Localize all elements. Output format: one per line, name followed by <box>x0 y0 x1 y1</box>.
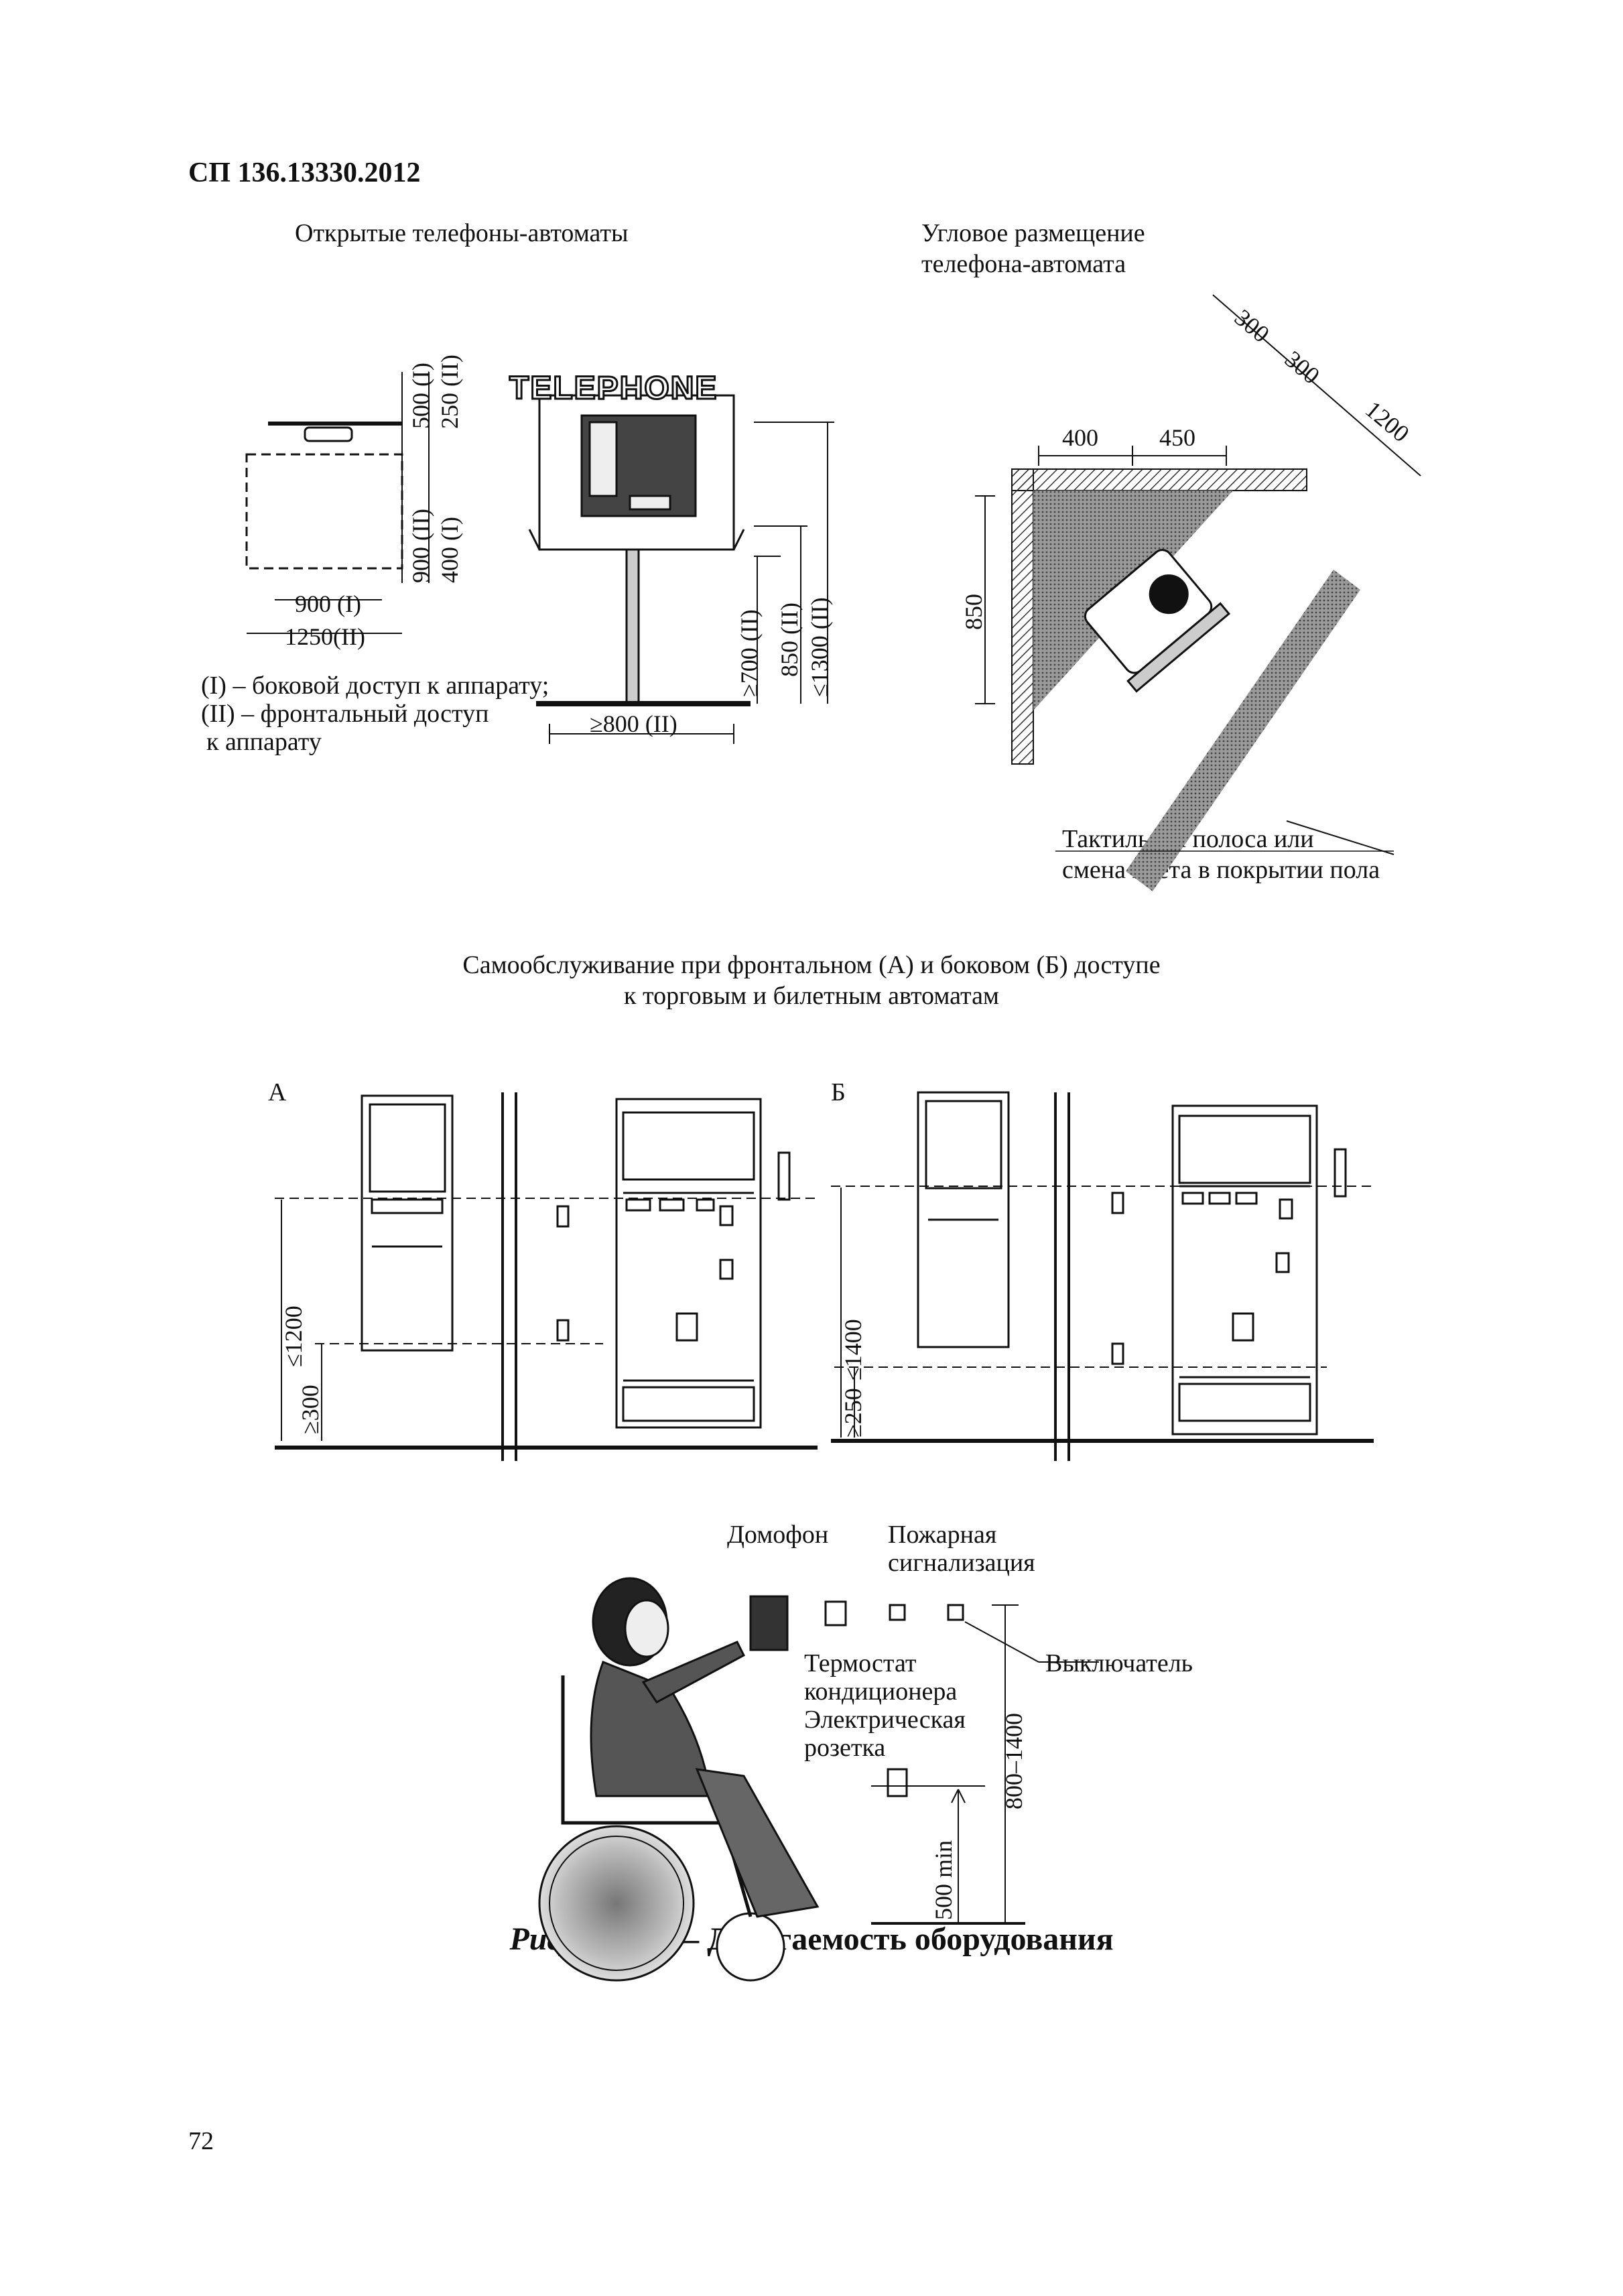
wheelchair-user <box>538 1577 820 1982</box>
selfservice-title-line1: Самообслуживание при фронтальном (А) и б… <box>462 951 1161 979</box>
fire-alarm-label-line1: Пожарная <box>888 1521 997 1549</box>
dim-b-max: ≤1400 <box>840 1319 866 1381</box>
dim-800-1400: 800–1400 <box>1000 1713 1027 1809</box>
switch-label: Выключатель <box>1045 1649 1193 1677</box>
telephone-sign: TELEPHONE <box>509 371 718 406</box>
tactile-strip <box>1126 570 1360 891</box>
dim-900-i-h: 900 (I) <box>295 590 361 617</box>
dim-300-b: 300 <box>1280 345 1325 389</box>
selfservice-a-drawing <box>275 1092 818 1461</box>
dim-400-corner: 400 <box>1062 424 1098 451</box>
socket-icon <box>887 1768 908 1797</box>
fire-alarm-icon <box>889 1604 906 1621</box>
legend-front-access-cont: к аппарату <box>206 728 322 756</box>
dim-1200-corner: 1200 <box>1360 395 1415 447</box>
intercom-label: Домофон <box>727 1521 829 1549</box>
thermostat-label-line2: кондиционера <box>804 1677 958 1706</box>
label-b: Б <box>831 1078 846 1106</box>
kiosk-dimension-lines <box>549 422 834 744</box>
dim-b-min: ≥250 <box>840 1388 866 1438</box>
corner-title-line1: Угловое размещение <box>921 219 1145 247</box>
legend-front-access: (II) – фронтальный доступ <box>201 700 489 728</box>
legend-side-access: (I) – боковой доступ к аппарату; <box>201 672 549 700</box>
open-phone-plan <box>245 372 430 634</box>
dim-850-corner: 850 <box>960 594 987 630</box>
dim-250-ii: 250 (II) <box>436 355 463 429</box>
thermostat-label-line1: Термостат <box>804 1649 917 1677</box>
dim-400-i: 400 (I) <box>436 517 463 583</box>
document-id: СП 136.13330.2012 <box>188 157 421 188</box>
socket-label-line2: розетка <box>804 1734 886 1762</box>
selfservice-b-drawing <box>831 1091 1374 1461</box>
dim-500-min: 500 min <box>930 1840 957 1920</box>
tactile-note-line2: смена цвета в покрытии пола <box>1062 856 1380 884</box>
thermostat-icon <box>824 1600 847 1627</box>
page-number: 72 <box>188 2127 214 2155</box>
socket-label-line1: Электрическая <box>804 1706 966 1734</box>
dim-a-min: ≥300 <box>297 1385 324 1434</box>
selfservice-title-line2: к торговым и билетным автоматам <box>624 982 999 1010</box>
label-a: А <box>268 1078 287 1106</box>
telephone-kiosk <box>528 394 751 706</box>
dim-450-corner: 450 <box>1159 424 1195 451</box>
dim-1250-ii: 1250(II) <box>285 623 365 650</box>
dim-700-ii: ≥700 (II) <box>736 609 763 697</box>
open-phones-title: Открытые телефоны-автоматы <box>295 219 629 247</box>
dim-a-max: ≤1200 <box>280 1305 307 1367</box>
dim-500-i: 500 (I) <box>407 363 434 429</box>
dim-300-a: 300 <box>1230 304 1275 347</box>
dim-1300-ii: ≤1300 (II) <box>806 597 833 697</box>
dim-800-ii: ≥800 (II) <box>590 710 677 737</box>
fire-alarm-label-line2: сигнализация <box>888 1549 1035 1577</box>
wall-devices <box>749 1595 964 1797</box>
dim-900-ii-v: 900 (II) <box>407 509 434 583</box>
corner-title-line2: телефона-автомата <box>921 250 1126 278</box>
corner-dimension-lines <box>975 294 1421 855</box>
intercom-icon <box>749 1595 789 1651</box>
reach-dimension-lines <box>871 1604 1099 1925</box>
corner-wheelchair <box>1084 549 1231 693</box>
dim-850-ii: 850 (II) <box>776 602 803 677</box>
corner-walls <box>1011 468 1307 765</box>
switch-icon <box>947 1604 964 1621</box>
